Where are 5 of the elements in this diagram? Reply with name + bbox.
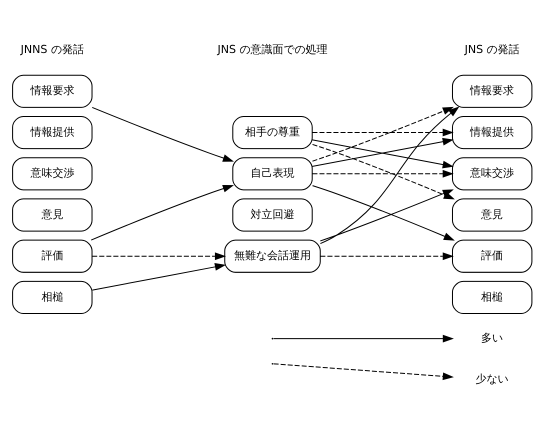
label: JNS の意識面での処理 <box>217 42 328 56</box>
label: JNS の発話 <box>464 42 520 56</box>
legend-label: 多い <box>481 331 504 344</box>
legend-label: 少ない <box>476 372 509 386</box>
label: JNNS の発話 <box>20 42 84 56</box>
